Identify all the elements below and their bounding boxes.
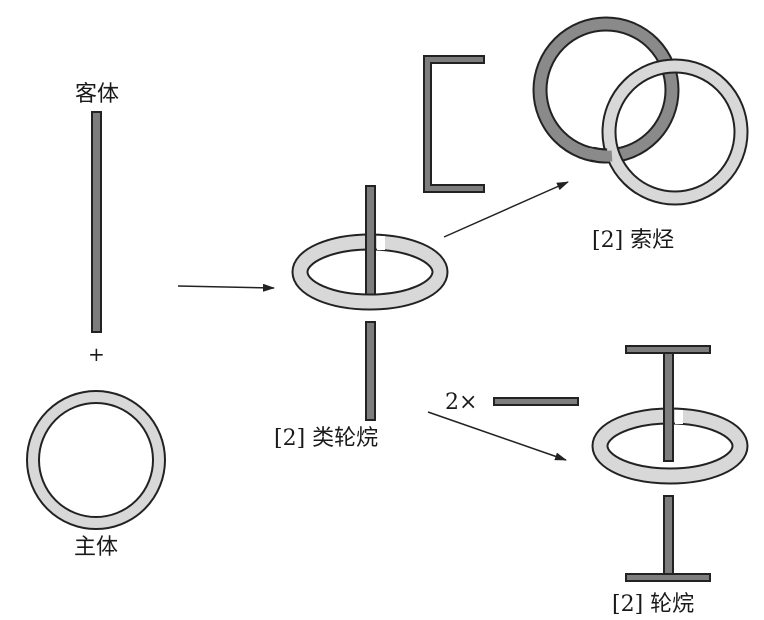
pseudorotaxane-label: [2] 类轮烷 — [274, 426, 379, 451]
arrow-to-pseudorotaxane — [177, 283, 275, 292]
arrow-to-catenane — [443, 181, 569, 238]
catenane-rings — [532, 16, 749, 206]
guest-rod — [91, 111, 102, 333]
pseudorotaxane-complex — [291, 185, 449, 421]
host-ring — [26, 390, 166, 530]
guest-label: 客体 — [75, 82, 120, 107]
rotaxane-label: [2] 轮烷 — [612, 592, 695, 617]
bracket-clip — [423, 55, 485, 193]
catenane-label: [2] 索烃 — [592, 228, 675, 253]
stopper-piece — [493, 397, 579, 406]
rotaxane-complex — [591, 345, 749, 582]
plus-sign: + — [88, 342, 105, 366]
arrow-to-rotaxane — [427, 411, 567, 461]
multiplier-label: 2× — [445, 390, 478, 415]
host-label: 主体 — [74, 535, 119, 560]
